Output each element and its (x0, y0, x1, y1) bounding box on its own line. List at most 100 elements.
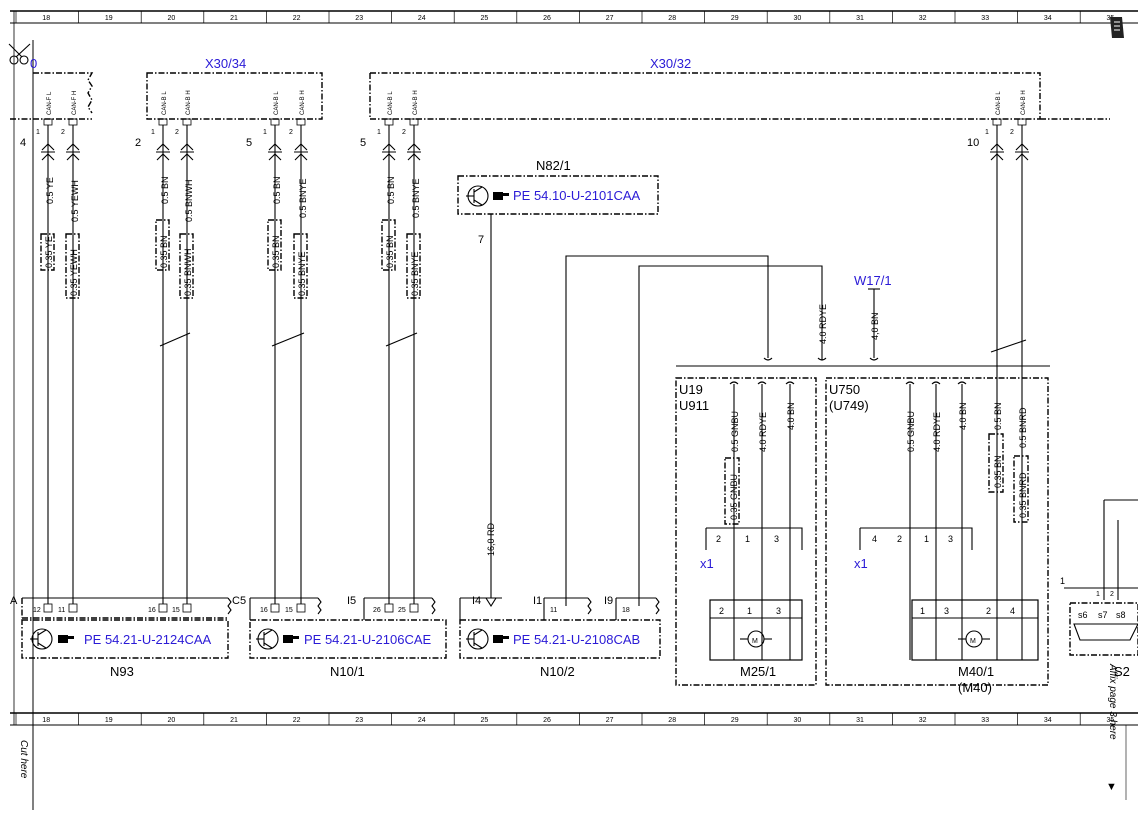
ruler-column-label: 23 (355, 717, 363, 724)
svg-text:0.35 BN: 0.35 BN (271, 235, 281, 268)
svg-text:0.5 BN: 0.5 BN (386, 176, 396, 204)
pin-number: 2 (61, 129, 65, 136)
group-number: 10 (967, 137, 979, 149)
svg-text:1: 1 (747, 606, 752, 616)
svg-text:16: 16 (260, 607, 268, 614)
svg-text:0.35 BNRD: 0.35 BNRD (1018, 472, 1028, 518)
ruler-column-label: 27 (606, 15, 614, 22)
svg-text:11: 11 (550, 607, 557, 614)
svg-text:0.5 BN: 0.5 BN (993, 402, 1003, 430)
n93-label: N93 (110, 664, 134, 679)
connector-block-left (33, 72, 94, 114)
ruler-column-label: 33 (981, 15, 989, 22)
svg-text:CAN-B L: CAN-B L (996, 91, 1002, 115)
ruler-column-label: 23 (355, 15, 363, 22)
svg-text:I4: I4 (472, 595, 481, 607)
svg-text:15: 15 (285, 607, 293, 614)
connector-block-x30-32 (369, 72, 1041, 119)
svg-text:A: A (10, 595, 18, 607)
svg-text:0.5 BNRD: 0.5 BNRD (1018, 407, 1028, 448)
pin-number: 2 (1010, 129, 1014, 136)
n82-module (457, 175, 659, 215)
svg-text:CAN-B H: CAN-B H (186, 90, 192, 115)
connector-fragment-label: 0 (30, 56, 37, 71)
pointer-hand-icon (493, 192, 509, 200)
transistor-icon (466, 628, 489, 650)
svg-text:0.35 BN: 0.35 BN (159, 235, 169, 268)
n82-name: N82/1 (536, 158, 571, 173)
svg-text:I1: I1 (533, 595, 542, 607)
pin-number: 1 (377, 129, 381, 136)
pin-number: 1 (985, 129, 989, 136)
svg-text:s8: s8 (1116, 610, 1126, 620)
cut-here-label: Cut here (18, 740, 29, 779)
w17-link[interactable]: W17/1 (854, 273, 892, 288)
ruler-column-label: 31 (856, 15, 864, 22)
ruler-column-label: 24 (418, 717, 426, 724)
pointer-hand-icon (58, 635, 74, 643)
ruler-column-label: 30 (794, 15, 802, 22)
x1-connector-b: 4 2 1 3 (859, 527, 973, 550)
svg-text:26: 26 (373, 607, 381, 614)
x1-link[interactable]: x1 (700, 556, 714, 571)
svg-text:s7: s7 (1098, 610, 1108, 620)
power-feed-lines (565, 255, 1050, 606)
group-number: 5 (246, 137, 252, 149)
svg-text:CAN-B H: CAN-B H (413, 90, 419, 115)
ruler-column-label: 28 (668, 15, 676, 22)
svg-text:CAN-B L: CAN-B L (274, 91, 280, 115)
svg-text:U19: U19 (679, 382, 703, 397)
svg-text:0.5 BNYE: 0.5 BNYE (298, 178, 308, 218)
ruler-column-label: 25 (481, 15, 489, 22)
document-icon (1110, 17, 1124, 38)
svg-text:0.35 BN: 0.35 BN (385, 235, 395, 268)
ruler-column-label: 20 (168, 717, 176, 724)
n10-2-ref-link[interactable]: PE 54.21-U-2108CAB (513, 632, 640, 647)
svg-text:16,0 RD: 16,0 RD (486, 522, 496, 556)
n10-1-ref-link[interactable]: PE 54.21-U-2106CAE (304, 632, 432, 647)
ruler-column-label: 31 (856, 717, 864, 724)
svg-text:11: 11 (58, 607, 65, 614)
svg-text:0.5 BNWH: 0.5 BNWH (184, 179, 194, 222)
switch-s2: 1 1 2 s6 s7 s8 S2 (1060, 499, 1138, 679)
ruler-column-label: 18 (42, 15, 50, 22)
svg-text:0.35 BN: 0.35 BN (993, 455, 1003, 488)
connector-block-x30-34 (146, 72, 323, 120)
ruler-column-label: 20 (168, 15, 176, 22)
pin-number: 1 (36, 129, 40, 136)
svg-text:0.5 GNBU: 0.5 GNBU (730, 411, 740, 452)
svg-text:(U749): (U749) (829, 398, 869, 413)
n93-ref-link[interactable]: PE 54.21-U-2124CAA (84, 632, 212, 647)
svg-text:3: 3 (944, 606, 949, 616)
ruler-column-label: 26 (543, 717, 551, 724)
svg-text:2: 2 (1110, 591, 1114, 598)
ruler-column-label: 32 (919, 15, 927, 22)
wire-labels: 0.5 YE 0.5 YEWH 0.5 BN 0.5 BNWH 0.5 BN 0… (45, 176, 421, 222)
svg-text:0.35 BNYE: 0.35 BNYE (410, 251, 420, 296)
ruler-column-label: 35 (1107, 717, 1115, 724)
svg-text:0.5 YE: 0.5 YE (45, 177, 55, 204)
ruler-column-label: 21 (230, 15, 238, 22)
module-n93: 12 11 16 15 (21, 597, 232, 659)
svg-text:1: 1 (1060, 576, 1065, 586)
ruler-column-label: 34 (1044, 717, 1052, 724)
twisted-wire-labels: 0.35 YE 0.35 YEWH 0.35 BN 0.35 BNWH 0.35… (40, 219, 421, 299)
svg-text:15: 15 (172, 607, 180, 614)
motor-feed-wires (729, 170, 1027, 660)
svg-text:0.35 YEWH: 0.35 YEWH (69, 249, 79, 296)
connector-x30-32-label: X30/32 (650, 56, 691, 71)
svg-text:1: 1 (924, 534, 929, 544)
x1-link[interactable]: x1 (854, 556, 868, 571)
ruler-column-label: 22 (293, 15, 301, 22)
motor-m40-label: M40/1 (958, 664, 994, 679)
svg-text:CAN-F L: CAN-F L (47, 91, 53, 115)
ruler-column-label: 30 (794, 717, 802, 724)
svg-text:4.0 RDYE: 4.0 RDYE (932, 412, 942, 452)
scissors-icon[interactable] (8, 43, 31, 65)
svg-text:CAN-B L: CAN-B L (388, 91, 394, 115)
motor-m25: 2 1 3 M (709, 599, 803, 661)
n82-ref-link[interactable]: PE 54.10-U-2101CAA (513, 188, 641, 203)
pointer-hand-icon (283, 635, 299, 643)
pin-number: 2 (175, 129, 179, 136)
